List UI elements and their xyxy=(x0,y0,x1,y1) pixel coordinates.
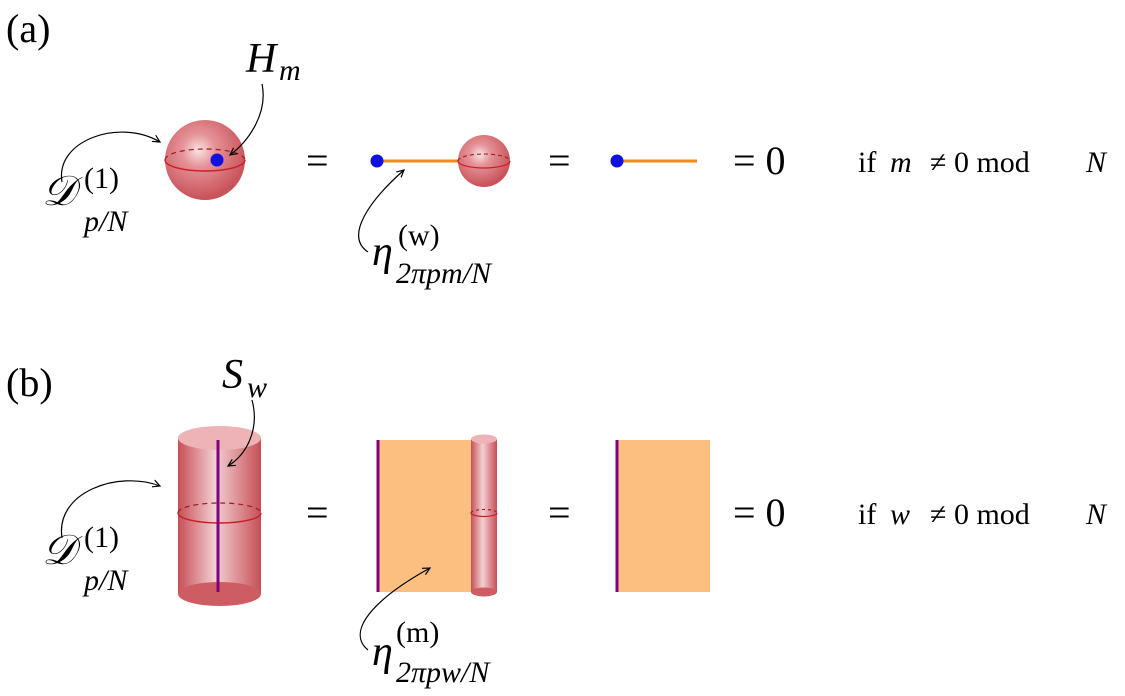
line-arrow xyxy=(358,170,404,253)
line-endpoint xyxy=(370,154,384,168)
condition-modulus: N xyxy=(1085,146,1108,179)
operator-superscript: (1) xyxy=(84,162,119,195)
surface-alone xyxy=(617,440,710,592)
surface-arrow xyxy=(359,568,430,651)
condition-rest: ≠ 0 mod xyxy=(930,146,1030,179)
equals-1: = xyxy=(306,490,329,535)
sphere-small xyxy=(458,135,510,187)
condition: if m ≠ 0 mod N xyxy=(858,146,1108,179)
surface-symbol: η xyxy=(372,629,393,675)
equals-1: = xyxy=(306,138,329,183)
equals-zero: = 0 xyxy=(733,490,786,535)
equals-2: = xyxy=(548,490,571,535)
cylinder-thin-ring-front xyxy=(470,512,498,518)
equals-zero: = 0 xyxy=(733,138,786,183)
condition-prefix: if xyxy=(858,498,876,531)
operator-arrow xyxy=(60,481,160,539)
cylinder-thin-bottom xyxy=(471,587,497,597)
line-alone-endpoint xyxy=(610,154,624,168)
cylinder-large-ring-back xyxy=(177,502,262,514)
operator-subscript: p/N xyxy=(82,564,129,597)
condition-variable: m xyxy=(890,146,912,179)
panel-a-label: (a) xyxy=(6,6,50,51)
condition: if w ≠ 0 mod N xyxy=(858,498,1108,531)
panel-b-label: (b) xyxy=(6,360,53,405)
surface-subscript: 2πpw/N xyxy=(396,656,491,689)
insertion-symbol: H xyxy=(245,36,279,82)
operator-symbol: 𝒟 xyxy=(42,528,83,574)
cylinder-thin-top xyxy=(471,434,497,444)
insertion-arrow xyxy=(230,83,264,155)
insertion-subscript: m xyxy=(279,54,301,87)
insertion-arrow xyxy=(228,399,255,466)
sphere-small-equator-front xyxy=(457,160,511,169)
operator-arrow xyxy=(61,131,160,183)
operator-superscript: (1) xyxy=(84,521,119,554)
line-symbol: η xyxy=(372,229,393,275)
panel-b-operator-label: 𝒟 (1) p/N xyxy=(42,521,129,597)
operator-symbol: 𝒟 xyxy=(42,169,83,215)
panel-a-operator-label: 𝒟 (1) p/N xyxy=(42,162,129,238)
surface-operator xyxy=(378,440,475,592)
insertion-label: S w xyxy=(222,352,267,404)
line-superscript: (w) xyxy=(398,219,440,252)
surface-superscript: (m) xyxy=(396,616,439,649)
sphere-large-equator-front xyxy=(164,159,246,172)
line-label: η (w) 2πpm/N xyxy=(372,219,493,290)
condition-modulus: N xyxy=(1085,498,1108,531)
condition-rest: ≠ 0 mod xyxy=(930,498,1030,531)
panel-b: (b) 𝒟 (1) p/N S w = η (m) 2πpw/ xyxy=(6,352,1108,689)
cylinder-large-bottom xyxy=(178,582,261,606)
insertion-point xyxy=(210,153,224,167)
insertion-symbol: S xyxy=(222,352,243,398)
cylinder-large-top xyxy=(178,426,261,450)
cylinder-thin-ring-back xyxy=(470,508,498,514)
insertion-subscript: w xyxy=(247,371,267,404)
line-subscript: 2πpm/N xyxy=(396,257,493,290)
sphere-large xyxy=(165,120,245,200)
sphere-small-equator-back xyxy=(457,153,511,162)
condition-variable: w xyxy=(890,498,910,531)
panel-a: (a) 𝒟 (1) p/N H m = η (w) 2πpm/N xyxy=(6,6,1108,290)
equals-2: = xyxy=(548,138,571,183)
insertion-label: H m xyxy=(245,36,301,87)
condition-prefix: if xyxy=(858,146,876,179)
surface-label: η (m) 2πpw/N xyxy=(372,616,491,689)
operator-subscript: p/N xyxy=(82,205,129,238)
